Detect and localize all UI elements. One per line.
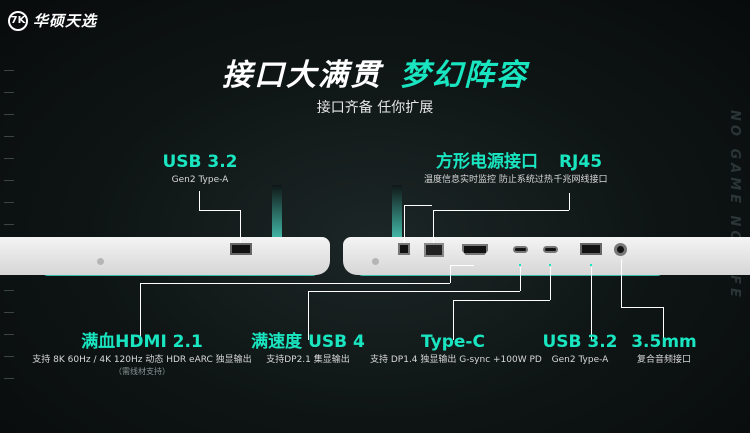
label-type-c: Type-C 支持 DP1.4 独显输出 G-sync +100W PD	[370, 332, 542, 366]
laptop-foot	[97, 258, 104, 265]
connector-line	[240, 210, 241, 243]
connector-line	[453, 300, 550, 301]
label-desc: 支持 8K 60Hz / 4K 120Hz 动态 HDR eARC 独显输出	[32, 355, 252, 365]
brand-badge: 7K	[8, 10, 28, 31]
label-title: Type-C	[421, 332, 485, 352]
label-title: 方形电源接口	[436, 152, 538, 172]
laptop-right-side	[343, 237, 750, 275]
label-rj45: RJ45 千兆网线接口	[543, 152, 618, 186]
page-subtitle: 接口齐备 任你扩展	[316, 100, 434, 116]
connector-line	[433, 210, 569, 211]
laptop-left-side	[0, 237, 330, 275]
label-title: USB 3.2	[162, 152, 238, 172]
connector-line	[140, 283, 450, 284]
label-audio: 3.5mm 复合音频接口	[624, 332, 704, 366]
connector-line	[569, 193, 570, 210]
label-desc: Gen2 Type-A	[171, 175, 229, 185]
side-ruler	[4, 70, 14, 400]
label-title: 3.5mm	[631, 332, 697, 352]
brand-logo: 7K 华硕天选	[8, 10, 97, 31]
laptop-foot	[372, 258, 379, 265]
status-led	[519, 264, 521, 266]
connector-line	[621, 259, 622, 307]
connector-line	[433, 210, 434, 243]
connector-line	[450, 265, 451, 283]
status-led	[590, 264, 592, 266]
connector-line	[308, 291, 309, 340]
label-usb4: 满速度 USB 4 支持DP2.1 集显输出	[248, 332, 368, 366]
connector-line	[591, 267, 592, 340]
usb4-port	[513, 246, 528, 253]
glow-pillar-left	[272, 185, 282, 240]
label-title: USB 3.2	[542, 332, 618, 352]
connector-line	[199, 210, 240, 211]
connector-line	[199, 191, 200, 210]
connector-line	[450, 265, 474, 266]
label-desc: 支持 DP1.4 独显输出 G-sync +100W PD	[370, 355, 542, 365]
label-hdmi: 满血HDMI 2.1 支持 8K 60Hz / 4K 120Hz 动态 HDR …	[30, 332, 254, 377]
label-desc: Gen2 Type-A	[551, 355, 609, 365]
title-accent: 梦幻阵容	[400, 58, 528, 93]
glow-pillar-right	[392, 185, 402, 240]
status-led	[549, 264, 551, 266]
label-usb32-bottom: USB 3.2 Gen2 Type-A	[540, 332, 620, 366]
connector-line	[140, 283, 141, 340]
label-desc: 支持DP2.1 集显输出	[266, 355, 350, 365]
audio-jack-port	[614, 243, 627, 256]
label-title: RJ45	[558, 152, 603, 172]
label-title: 满血HDMI 2.1	[81, 332, 203, 352]
connector-line	[663, 307, 664, 340]
connector-line	[404, 205, 405, 243]
title-main: 接口大满贯	[222, 58, 382, 93]
hdmi-port	[462, 244, 488, 255]
connector-line	[453, 300, 454, 340]
label-dc-power: 方形电源接口 温度信息实时监控 防止系统过热	[424, 152, 553, 186]
label-note: （需线材支持）	[114, 367, 170, 376]
type-c-port	[543, 246, 558, 253]
usb-a-port-left	[230, 243, 252, 255]
brand-name: 华硕天选	[33, 12, 98, 30]
connector-line	[520, 267, 521, 291]
page-title: 接口大满贯梦幻阵容	[0, 50, 750, 94]
label-usb32-top: USB 3.2 Gen2 Type-A	[150, 152, 250, 186]
label-desc: 复合音频接口	[636, 355, 691, 365]
label-title: 满速度 USB 4	[251, 332, 365, 352]
connector-line	[550, 267, 551, 300]
label-desc: 温度信息实时监控 防止系统过热	[424, 175, 553, 185]
connector-line	[308, 291, 520, 292]
label-desc: 千兆网线接口	[553, 175, 608, 185]
usb-a-port-right	[580, 243, 602, 255]
dc-power-port	[398, 243, 410, 255]
connector-line	[621, 307, 663, 308]
connector-line	[404, 205, 432, 206]
rj45-port	[424, 243, 444, 257]
